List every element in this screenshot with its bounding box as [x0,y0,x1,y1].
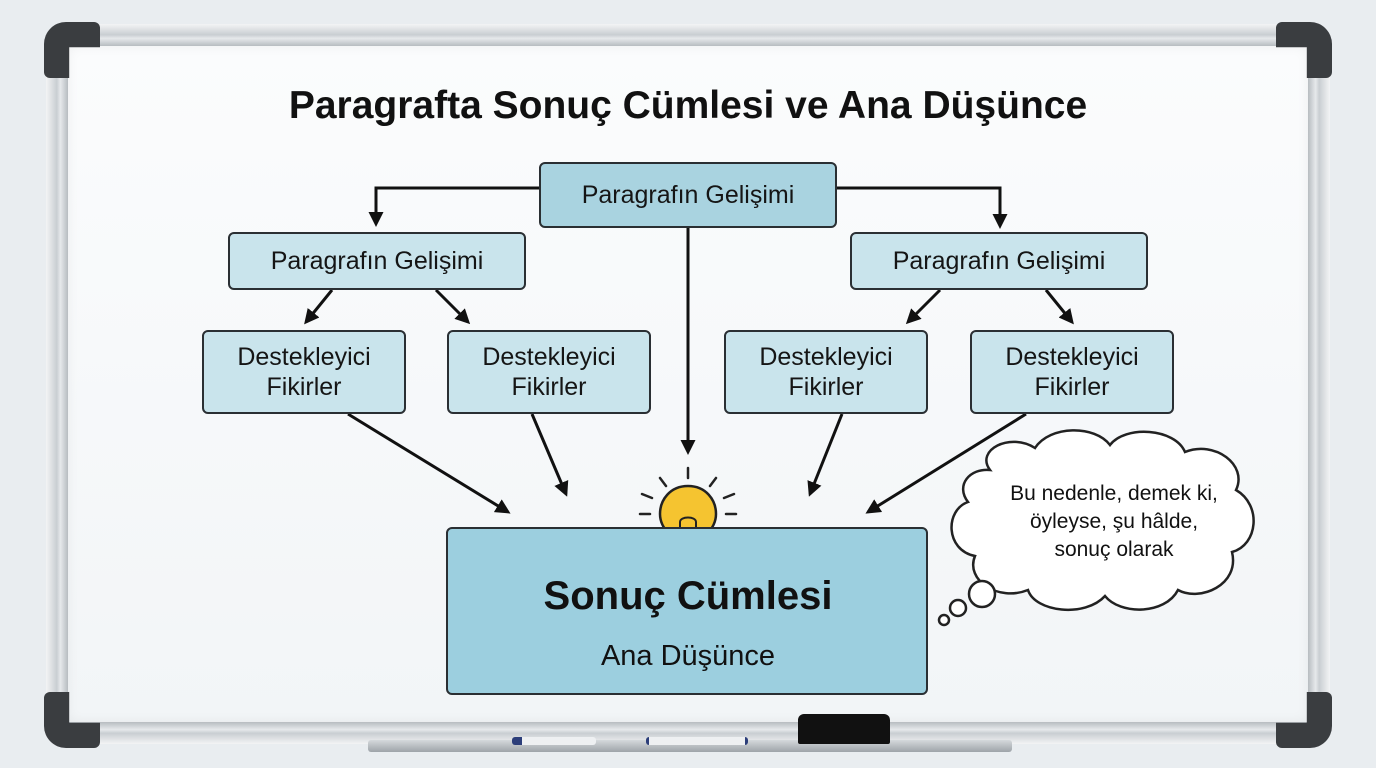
whiteboard-frame-right [1306,36,1330,732]
arrow-top-to-right [836,186,1008,229]
arrow-support-2-to-conclusion [530,413,569,497]
arrow-support-1-to-conclusion [347,412,511,514]
node-label: Paragrafın Gelişimi [581,181,795,209]
marker-pen [646,737,748,745]
node-supporting-ideas-2: Destekleyici Fikirler [447,330,651,414]
node-label-line2: Fikirler [266,373,342,401]
thought-cloud [937,429,1255,627]
node-left-paragraph-development: Paragrafın Gelişimi [228,232,526,290]
node-label-line2: Fikirler [511,373,587,401]
arrow-support-4-to-conclusion [865,412,1027,514]
whiteboard-frame-left [46,36,70,732]
node-supporting-ideas-1: Destekleyici Fikirler [202,330,406,414]
conclusion-subtitle: Ana Düşünce [600,640,776,672]
arrow-left-to-support-2 [434,288,471,325]
marker-pen [512,737,596,745]
node-supporting-ideas-3: Destekleyici Fikirler [724,330,928,414]
node-right-paragraph-development: Paragrafın Gelişimi [850,232,1148,290]
thought-line-2: öyleyse, şu hâlde, [1029,510,1199,533]
arrow-right-to-support-4 [1044,289,1074,325]
conclusion-title: Sonuç Cümlesi [543,574,833,618]
node-label-line1: Destekleyici [237,343,371,371]
arrow-right-to-support-3 [905,288,942,325]
whiteboard-frame-top [60,24,1316,48]
board-eraser [798,714,890,744]
node-label-line1: Destekleyici [482,343,616,371]
diagram-title: Paragrafta Sonuç Cümlesi ve Ana Düşünce [288,84,1088,127]
arrow-left-to-support-1 [304,289,334,325]
thought-bubble-dot-medium [948,598,968,618]
thought-bubble-dot-small [937,613,951,627]
node-label: Paragrafın Gelişimi [892,247,1106,275]
node-conclusion-sentence [446,527,928,695]
node-label-line2: Fikirler [788,373,864,401]
node-supporting-ideas-4: Destekleyici Fikirler [970,330,1174,414]
arrow-support-3-to-conclusion [807,413,844,497]
node-label-line2: Fikirler [1034,373,1110,401]
thought-line-3: sonuç olarak [1054,538,1174,561]
arrow-top-to-left [368,186,540,227]
node-label: Paragrafın Gelişimi [270,247,484,275]
thought-cloud-text: Bu nedenle, demek ki, öyleyse, şu hâlde,… [976,480,1252,564]
thought-bubble-dot-large [967,579,997,609]
node-label-line1: Destekleyici [1005,343,1139,371]
node-label-line1: Destekleyici [759,343,893,371]
node-top-paragraph-development: Paragrafın Gelişimi [539,162,837,228]
thought-line-1: Bu nedenle, demek ki, [1010,482,1218,505]
